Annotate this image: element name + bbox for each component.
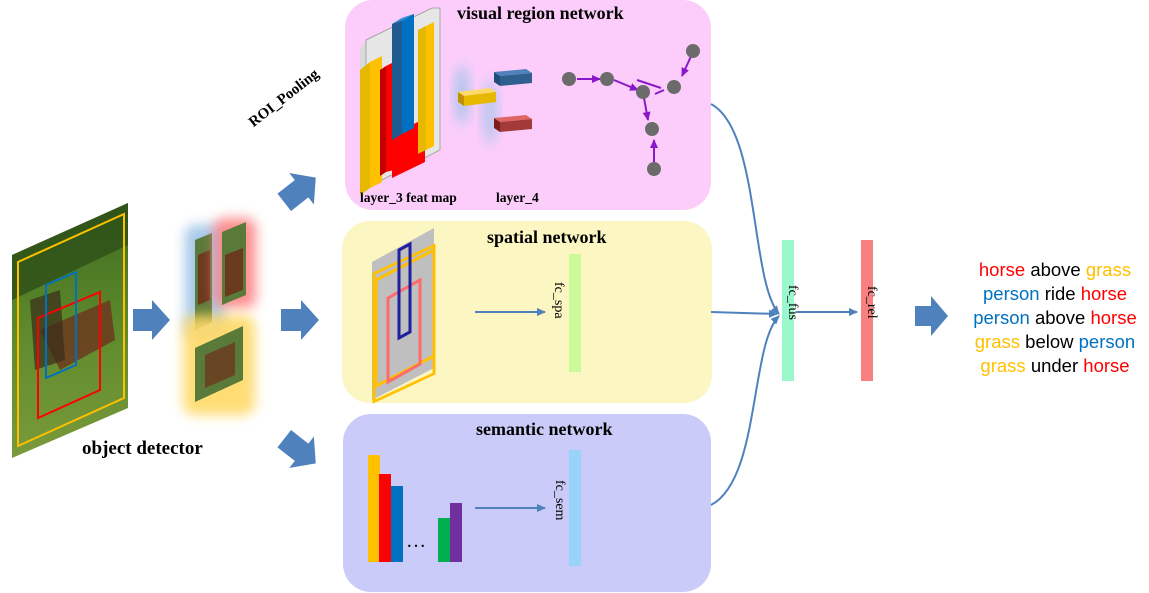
triplet-predicate: below [1025,331,1074,352]
block-arrows [133,173,948,468]
label-fc-spa: fc_spa [551,282,566,319]
output-relation-list: horse above grass person ride horse pers… [952,258,1149,378]
title-semantic-network: semantic network [476,419,613,439]
triplet-object: person [1078,331,1136,352]
spatial-network-panel [342,221,712,404]
region-graph [562,44,700,176]
label-ellipsis: … [406,530,426,552]
label-layer4: layer_4 [496,190,539,205]
semantic-bar [438,518,450,562]
label-fc-rel: fc_rel [864,286,879,319]
fc-rel-bar [861,240,873,381]
label-fc-sem: fc_sem [552,480,567,521]
triplet-object: horse [1080,283,1127,304]
fc-fus-bar [782,240,794,381]
visual-region-network-panel [345,0,711,210]
triplet-object: grass [1085,259,1132,280]
label-layer3-feat-map: layer_3 feat map [360,190,457,205]
arrow-to-semantic [277,430,316,468]
triplet-subject: horse [978,259,1026,280]
triplet-subject: person [983,283,1040,304]
arrow-to-spatial [281,300,319,340]
relation-triplet: person ride horse [952,282,1149,306]
label-object-detector: object detector [82,438,203,459]
arrow-to-output [915,296,948,336]
title-visual-region-network: visual region network [457,3,624,23]
triplet-subject: grass [974,331,1021,352]
triplet-object: horse [1090,307,1137,328]
triplet-object: horse [1083,355,1130,376]
triplet-predicate: above [1034,307,1086,328]
semantic-bar [368,455,380,562]
triplet-subject: grass [980,355,1026,376]
cropped-regions [183,218,256,415]
fusion-connectors [710,103,858,506]
relation-triplet: person above horse [952,306,1149,330]
triplet-subject: person [973,307,1030,328]
title-spatial-network: spatial network [487,227,607,247]
relation-triplet: grass under horse [952,354,1149,378]
semantic-network-panel [343,414,711,592]
fc-sem-bar [569,450,581,566]
triplet-predicate: under [1030,355,1079,376]
label-fc-fus: fc_fus [785,285,800,320]
arrow-to-visual [277,173,316,211]
semantic-bar [450,503,462,562]
relation-triplet: grass below person [952,330,1149,354]
semantic-bar [391,486,403,562]
relation-triplet: horse above grass [952,258,1149,282]
fc-spa-bar [569,254,581,372]
triplet-predicate: above [1030,259,1081,280]
semantic-bar [379,474,391,562]
triplet-predicate: ride [1044,283,1076,304]
input-photo [12,203,128,458]
arrow-photo-to-crops [133,300,170,340]
